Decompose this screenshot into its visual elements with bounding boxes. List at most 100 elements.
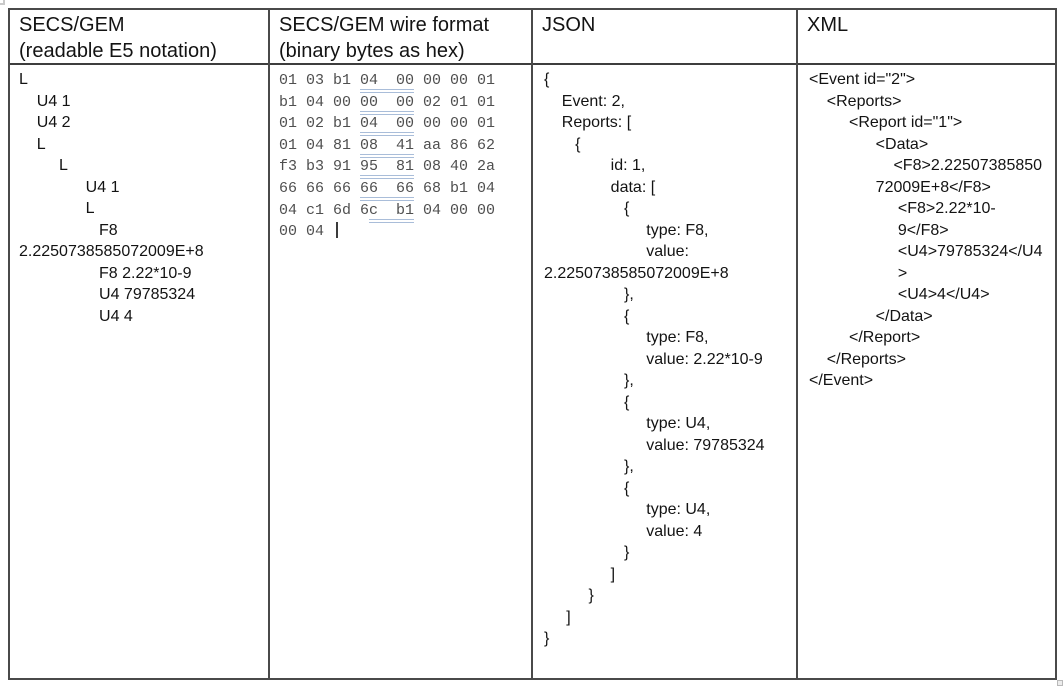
header-line: (binary bytes as hex): [279, 40, 465, 62]
json-line: value: 4: [544, 522, 703, 540]
json-line: {: [544, 393, 630, 411]
hex-line: 04 c1 6d 6c b1 04 00 00: [279, 200, 527, 223]
marked-bytes: 04 00: [360, 115, 415, 137]
hex-bytes: 00 04: [279, 223, 334, 241]
xml-line: </Event>: [809, 372, 874, 389]
json-line: ]: [544, 565, 616, 583]
column-json: JSON { Event: 2, Reports: [ { id: 1, dat…: [533, 10, 798, 678]
json-line: 2.2250738585072009E+8: [544, 264, 729, 282]
header-line: XML: [807, 14, 849, 36]
json-code-block: { Event: 2, Reports: [ { id: 1, data: [ …: [533, 65, 796, 678]
json-line: {: [544, 71, 550, 88]
json-line: type: F8,: [544, 221, 709, 239]
json-line: data: [: [544, 178, 656, 196]
json-line: value: 2.22*10-9: [544, 350, 763, 368]
hex-bytes: 08 40 2a: [414, 158, 496, 176]
json-line: type: F8,: [544, 329, 709, 346]
xml-line: <U4>4</U4>: [809, 286, 990, 303]
xml-line: <F8>2.22*10-: [809, 200, 996, 217]
e5-code-block: L U4 1 U4 2 L L U4 1 L F8 2.2250738585072…: [10, 65, 268, 678]
column-wire-format: SECS/GEM wire format (binary bytes as hex…: [270, 10, 533, 678]
json-line: Event: 2,: [544, 92, 625, 110]
hex-bytes: 00 00 01: [414, 72, 496, 89]
json-line: {: [544, 307, 630, 325]
xml-code-block: <Event id="2"> <Reports> <Report id="1">…: [798, 65, 1055, 678]
marked-bytes: 66 66: [360, 179, 415, 201]
json-line: {: [544, 200, 630, 217]
column-header: JSON: [533, 10, 796, 65]
hex-line: b1 04 00 00 00 02 01 01: [279, 92, 527, 115]
hex-line: 01 02 b1 04 00 00 00 01: [279, 113, 527, 137]
hex-line: 66 66 66 66 66 68 b1 04: [279, 178, 527, 201]
hex-bytes: 66 66 66: [279, 179, 361, 197]
marked-bytes: c b1: [369, 201, 415, 223]
header-line: SECS/GEM wire format: [279, 14, 490, 36]
xml-line: <U4>79785324</U4: [809, 243, 1043, 260]
json-line: },: [544, 372, 634, 389]
marked-bytes: 00 00: [360, 93, 415, 115]
json-line: },: [544, 458, 634, 475]
hex-bytes: 68 b1 04: [414, 179, 496, 197]
xml-line: >: [809, 264, 908, 282]
column-header: SECS/GEM wire format (binary bytes as hex…: [270, 10, 531, 65]
e5-notation-line: U4 4: [19, 307, 133, 325]
header-line: SECS/GEM: [19, 14, 125, 36]
header-line: (readable E5 notation): [19, 40, 217, 62]
column-e5-notation: SECS/GEM (readable E5 notation) L U4 1 U4…: [10, 10, 270, 678]
json-line: Reports: [: [544, 114, 632, 131]
column-header: XML: [798, 10, 1055, 65]
json-line: }: [544, 587, 594, 604]
hex-bytes: 00 00 01: [414, 115, 496, 133]
xml-line: </Data>: [809, 307, 933, 325]
e5-notation-line: U4 79785324: [19, 286, 196, 303]
hex-bytes: f3 b3 91: [279, 158, 361, 176]
e5-notation-line: L: [19, 71, 28, 88]
json-line: id: 1,: [544, 157, 646, 174]
xml-line: </Reports>: [809, 350, 906, 368]
e5-notation-line: U4 2: [19, 114, 71, 131]
xml-line: <Event id="2">: [809, 71, 916, 88]
xml-line: 72009E+8</F8>: [809, 178, 991, 196]
hex-line: 01 03 b1 04 00 00 00 01: [279, 70, 527, 93]
hex-bytes: 01 03 b1: [279, 72, 361, 89]
e5-notation-line: U4 1: [19, 178, 120, 196]
json-line: }: [544, 544, 630, 561]
e5-notation-line: L: [19, 157, 68, 174]
hex-bytes: 04 c1 6d 6: [279, 201, 370, 219]
table-resize-handle[interactable]: [1057, 680, 1063, 686]
json-line: value: 79785324: [544, 436, 765, 454]
hex-bytes: 01 02 b1: [279, 115, 361, 133]
xml-line: <Reports>: [809, 92, 902, 110]
json-line: }: [544, 630, 550, 647]
hex-line: 01 04 81 08 41 aa 86 62: [279, 135, 527, 158]
json-line: },: [544, 286, 634, 303]
e5-notation-line: 2.2250738585072009E+8: [19, 243, 204, 260]
hex-line: f3 b3 91 95 81 08 40 2a: [279, 156, 527, 180]
json-line: ]: [544, 608, 571, 626]
e5-notation-line: L: [19, 200, 95, 217]
header-line: JSON: [542, 14, 596, 36]
json-line: {: [544, 135, 581, 153]
e5-notation-line: F8 2.22*10-9: [19, 264, 192, 282]
xml-line: <Report id="1">: [809, 114, 963, 131]
marked-bytes: 08 41: [360, 136, 415, 158]
text-cursor: [336, 222, 339, 239]
xml-line: <Data>: [809, 135, 929, 153]
marked-bytes: 04 00: [360, 72, 415, 93]
json-line: {: [544, 479, 630, 497]
table-move-handle[interactable]: [0, 0, 5, 5]
hex-line: 00 04: [279, 221, 527, 243]
hex-bytes: 01 04 81: [279, 136, 361, 154]
e5-notation-line: F8: [19, 221, 118, 239]
hex-bytes: b1 04 00: [279, 93, 361, 111]
hex-bytes: 04 00 00: [414, 201, 496, 219]
hex-bytes: aa 86 62: [414, 136, 496, 154]
e5-notation-line: L: [19, 135, 46, 153]
xml-line: </Report>: [809, 329, 921, 346]
json-line: type: U4,: [544, 501, 711, 518]
xml-line: 9</F8>: [809, 221, 949, 239]
e5-notation-line: U4 1: [19, 92, 71, 110]
comparison-table: SECS/GEM (readable E5 notation) L U4 1 U4…: [8, 8, 1057, 680]
